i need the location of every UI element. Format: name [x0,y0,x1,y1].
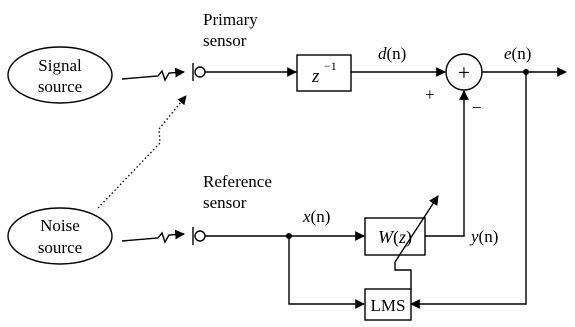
primary-sensor-label-line1: Primary [203,10,258,29]
lms-update-wire [394,262,412,289]
adaptive-filter-block: W(z) [364,217,426,256]
d-signal-label: d(n) [378,44,406,63]
reference-sensor-icon [192,227,206,245]
signal-propagation-arrow [121,67,185,82]
reference-sensor-label-line1: Reference [203,172,272,191]
x-signal-label: x(n) [302,207,330,226]
delay-exponent-label: −1 [324,59,337,73]
summer-minus-sign: − [472,98,482,117]
noise-leakage-path [97,95,187,209]
delay-block: z −1 [296,54,352,92]
error-feedback-wire [410,72,527,309]
adaptation-arrow [394,195,439,263]
x-to-lms-wire [288,236,365,309]
e-signal-label: e(n) [504,44,531,63]
y-signal-wire [425,90,469,237]
signal-source-label-line1: Signal [38,56,82,75]
adaptive-filter-label: W(z) [378,227,412,248]
primary-sensor-icon [192,63,206,81]
reference-sensor-label-line2: sensor [203,193,247,212]
y-signal-label: y(n) [469,227,498,246]
delay-base-label: z [311,66,320,87]
lms-label: LMS [371,296,406,315]
noise-propagation-arrow [121,229,185,244]
summer-symbol: + [458,60,470,85]
summer-plus-sign: + [425,85,435,104]
signal-source-label-line2: source [38,77,82,96]
lms-block: LMS [364,288,412,321]
noise-source-label-line1: Noise [40,216,80,235]
summing-junction: + [445,53,483,91]
primary-sensor-label-line2: sensor [203,31,247,50]
noise-source: Noise source [7,207,113,265]
noise-source-label-line2: source [38,238,82,257]
signal-source: Signal source [7,46,113,104]
